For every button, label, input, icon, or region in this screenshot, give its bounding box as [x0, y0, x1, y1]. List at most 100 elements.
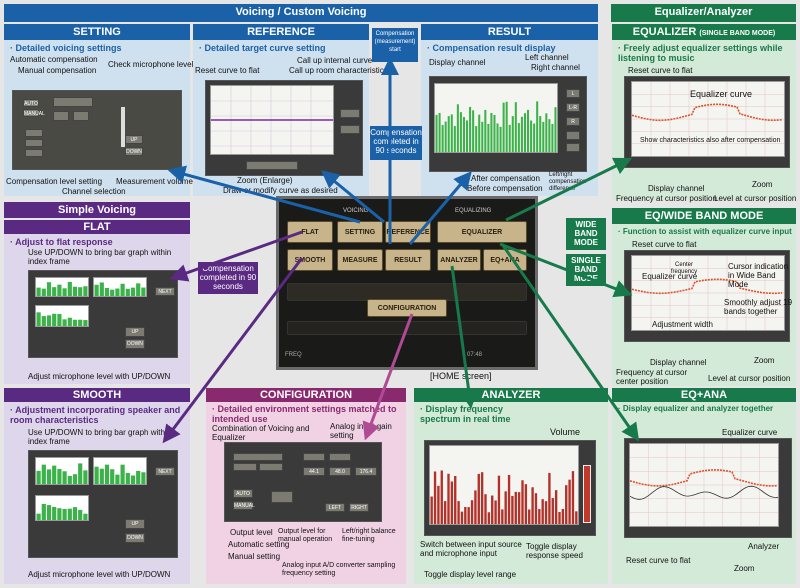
voicing-option[interactable]: [233, 463, 257, 471]
label-comp-level-setting: Compensation level setting: [6, 177, 103, 186]
left-channel-button[interactable]: L: [566, 89, 580, 98]
bar: [565, 485, 568, 524]
label-check-mic-level: Check microphone level: [108, 60, 194, 69]
sampling-176[interactable]: 176.4: [355, 467, 377, 476]
internal-curve-button[interactable]: [340, 109, 360, 118]
bar: [527, 109, 530, 152]
bar: [78, 509, 83, 520]
bar: [505, 101, 508, 152]
eqana-combined-graph[interactable]: [629, 444, 779, 526]
bar: [52, 287, 57, 296]
bar: [437, 485, 440, 524]
label-automatic-setting: Automatic setting: [228, 540, 290, 549]
home-flat-button[interactable]: FLAT: [287, 221, 333, 243]
flat-next-button[interactable]: NEXT: [155, 287, 175, 296]
bar: [136, 283, 141, 296]
bar: [551, 498, 554, 524]
wide-band-subtitle: · Function to assist with equalizer curv…: [618, 227, 792, 236]
gain-minus[interactable]: [303, 453, 325, 461]
sampling-48[interactable]: 48.0: [329, 467, 351, 476]
home-reference-button[interactable]: REFERENCE: [385, 221, 431, 243]
manual-output-level[interactable]: [271, 491, 293, 503]
compensation-completed-blue: Compensation completed in 90 seconds: [370, 126, 422, 160]
bar: [460, 511, 464, 524]
wide-band-curve-graph[interactable]: [631, 256, 784, 330]
bar: [36, 312, 41, 326]
home-equalizer-button[interactable]: EQUALIZER: [437, 221, 527, 243]
right-channel-button[interactable]: R: [566, 117, 580, 126]
label-after-comp: After compensation: [471, 174, 540, 183]
bar: [125, 472, 130, 484]
bar: [83, 470, 88, 484]
smooth-title: SMOOTH: [4, 388, 190, 402]
equalizer-title-main: EQUALIZER: [632, 26, 697, 38]
smooth-up-button[interactable]: UP: [125, 519, 145, 529]
comp-button[interactable]: [25, 129, 43, 137]
channel-button-2[interactable]: [25, 149, 43, 157]
bar: [575, 511, 578, 524]
bar: [72, 507, 78, 520]
bar: [57, 469, 62, 484]
sampling-44[interactable]: 44.1: [303, 467, 325, 476]
result-bar-graph: [435, 101, 557, 152]
gain-plus[interactable]: [329, 453, 351, 461]
arrow-to-reference: [321, 170, 385, 224]
lr-channel-button[interactable]: L-R: [566, 103, 580, 112]
analyzer-spectrum: [430, 470, 578, 524]
up-button[interactable]: UP: [125, 135, 143, 144]
label-measurement-volume: Measurement volume: [116, 177, 193, 186]
home-result-button[interactable]: RESULT: [385, 249, 431, 271]
home-smooth-button[interactable]: SMOOTH: [287, 249, 333, 271]
bar: [467, 507, 470, 524]
volume-meter[interactable]: [583, 465, 591, 523]
balance-left[interactable]: LEFT: [325, 503, 345, 512]
home-analyzer-button[interactable]: ANALYZER: [437, 249, 481, 271]
smooth-next-button[interactable]: NEXT: [155, 467, 175, 476]
smooth-bars-a: [36, 463, 88, 484]
setting-panel: SETTING · Detailed voicing settings Auto…: [4, 24, 194, 196]
arrow-to-result: [408, 171, 472, 245]
label-eqana-zoom: Zoom: [734, 564, 755, 573]
smooth-down-button[interactable]: DOWN: [125, 533, 145, 543]
compensation-completed-purple: Compensation completed in 90 seconds: [198, 262, 258, 294]
smooth-panel: SMOOTH · Adjustment incorporating speake…: [4, 388, 190, 584]
down-button[interactable]: DOWN: [125, 147, 143, 156]
home-measure-button[interactable]: MEASURE: [337, 249, 383, 271]
eqana-panel: EQ+ANA · Display equalizer and analyzer …: [612, 388, 796, 584]
before-button[interactable]: [566, 143, 580, 152]
label-eq-level-cursor: Level at cursor position: [714, 194, 797, 203]
bar: [110, 289, 115, 296]
output-manual-button[interactable]: MANUAL: [233, 501, 255, 510]
voicing-eq-combo[interactable]: [233, 453, 283, 461]
smooth-bargraph-1: [35, 457, 89, 485]
flat-bars-c: [36, 312, 88, 326]
bar: [507, 474, 511, 524]
bar: [41, 503, 46, 520]
wide-band-mode-tag: WIDE BAND MODE: [566, 218, 606, 250]
manual-button[interactable]: MANUAL: [23, 109, 45, 117]
bar: [478, 114, 481, 152]
bar: [72, 286, 78, 296]
flat-up-button[interactable]: UP: [125, 327, 145, 337]
reference-curve[interactable]: [211, 86, 333, 154]
eqana-subtitle: · Display equalizer and analyzer togethe…: [618, 404, 774, 413]
equalizer-curve-graph[interactable]: [631, 82, 784, 156]
reference-zoom-button[interactable]: [246, 161, 298, 170]
bar: [491, 495, 494, 524]
output-auto-button[interactable]: AUTO: [233, 489, 253, 498]
auto-button[interactable]: AUTO: [23, 99, 39, 107]
bar: [46, 505, 52, 520]
bar: [524, 484, 528, 524]
bar: [464, 507, 467, 524]
eq-option[interactable]: [259, 463, 283, 471]
flat-down-button[interactable]: DOWN: [125, 339, 145, 349]
balance-right[interactable]: RIGHT: [349, 503, 369, 512]
after-button[interactable]: [566, 131, 580, 140]
channel-button[interactable]: [25, 139, 43, 147]
bar: [528, 509, 531, 524]
bar: [554, 107, 557, 152]
room-button[interactable]: [340, 125, 360, 134]
bar: [120, 283, 125, 296]
bar: [504, 491, 507, 524]
home-configuration-button[interactable]: CONFIGURATION: [367, 299, 447, 317]
